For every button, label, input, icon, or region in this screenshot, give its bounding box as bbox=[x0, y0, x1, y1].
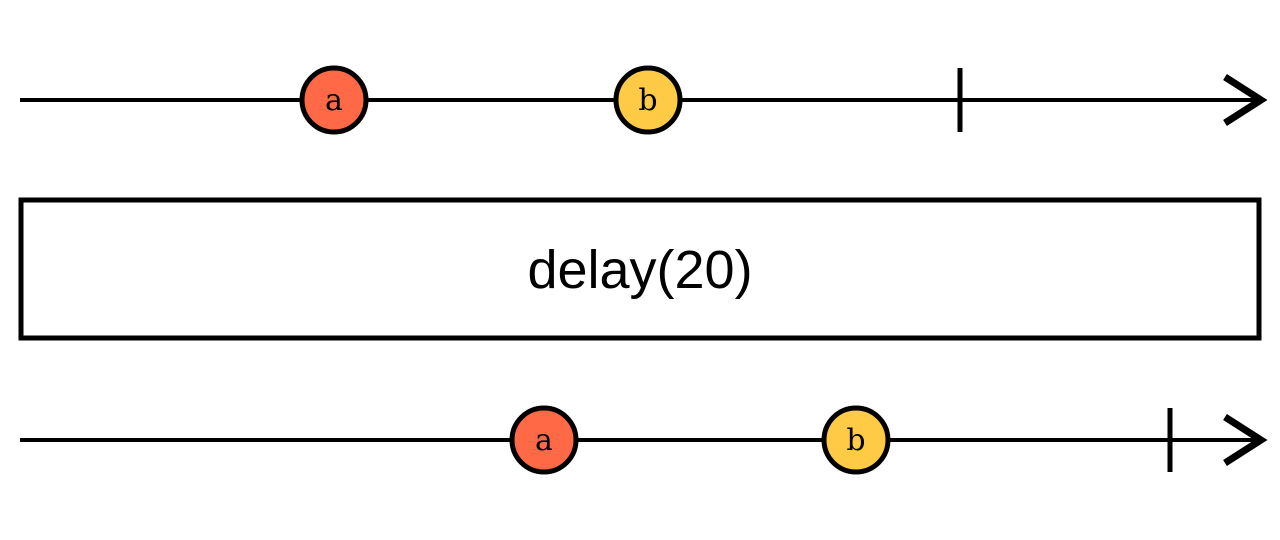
operator-box-rect bbox=[18, 197, 1262, 341]
marble-b[interactable]: b bbox=[613, 65, 683, 135]
marble-circle[interactable] bbox=[299, 65, 369, 135]
marble-label: b bbox=[638, 83, 657, 118]
marble-b[interactable]: b bbox=[821, 405, 891, 475]
marble-a[interactable]: a bbox=[299, 65, 369, 135]
arrowhead-icon bbox=[1223, 74, 1268, 126]
marble-label: a bbox=[535, 423, 553, 458]
marble-a[interactable]: a bbox=[509, 405, 579, 475]
operator-box: delay(20) bbox=[18, 197, 1262, 341]
marble-label: b bbox=[846, 423, 865, 458]
marble-circle[interactable] bbox=[821, 405, 891, 475]
operator-label: delay(20) bbox=[527, 240, 752, 300]
marble-circle[interactable] bbox=[613, 65, 683, 135]
marble-circle[interactable] bbox=[509, 405, 579, 475]
arrowhead-icon bbox=[1223, 414, 1268, 466]
marble-label: a bbox=[325, 83, 343, 118]
